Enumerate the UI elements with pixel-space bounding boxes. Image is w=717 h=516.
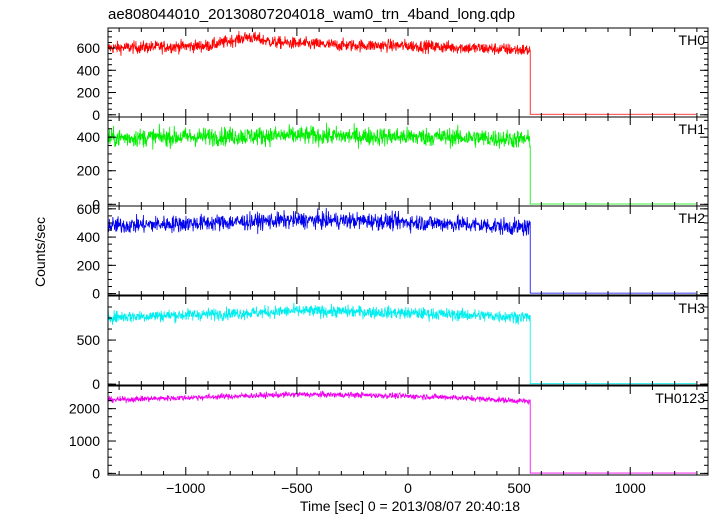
x-tick-label: 1000	[615, 480, 646, 496]
y-tick-label: 2000	[69, 401, 100, 417]
y-tick-label: 400	[77, 62, 101, 78]
x-tick-label: 500	[507, 480, 531, 496]
panel-th0123: 0 1000 2000 TH0123	[69, 385, 709, 481]
y-tick-label: 600	[77, 201, 101, 217]
series-th3	[107, 302, 696, 385]
panel-frame	[107, 116, 709, 207]
y-tick-label: 1000	[69, 433, 100, 449]
y-axis-label: Counts/sec	[32, 217, 48, 287]
panel-frame	[107, 27, 709, 118]
y-tick-label: 200	[77, 257, 101, 273]
panel-th3: 0 500 TH3	[77, 295, 709, 392]
panel-frame	[107, 205, 709, 296]
y-tick-label: 600	[77, 40, 101, 56]
y-tick-label: 0	[92, 196, 100, 212]
panel-label: TH3	[679, 300, 706, 316]
panel-label: TH0	[679, 32, 706, 48]
series-th0123	[107, 390, 696, 474]
y-tick-label: 200	[77, 163, 101, 179]
y-tick-label: 0	[92, 107, 100, 123]
panel-label: TH2	[679, 210, 706, 226]
series-th1	[107, 122, 696, 205]
y-tick-label: 400	[77, 229, 101, 245]
y-tick-label: 200	[77, 85, 101, 101]
x-tick-label: −500	[281, 480, 313, 496]
panel-th1: 0 200 400 TH1	[77, 116, 709, 212]
y-tick-label: 0	[92, 376, 100, 392]
series-th0	[107, 31, 696, 115]
panel-th0: 0 200 400 600 TH0	[77, 27, 709, 123]
y-tick-label: 500	[77, 332, 101, 348]
y-tick-label: 0	[92, 465, 100, 481]
x-tick-label: −1000	[166, 480, 206, 496]
panel-label: TH0123	[655, 390, 705, 406]
x-axis-label: Time [sec] 0 = 2013/08/07 20:40:18	[300, 498, 520, 514]
x-tick-label: 0	[404, 480, 412, 496]
series-th2	[107, 207, 696, 294]
y-tick-label: 400	[77, 129, 101, 145]
panel-label: TH1	[679, 121, 706, 137]
chart-title: ae808044010_20130807204018_wam0_trn_4ban…	[108, 6, 515, 23]
panels-group: 0200400600TH00200400TH10200400600TH20500…	[69, 27, 709, 496]
y-tick-label: 0	[92, 286, 100, 302]
